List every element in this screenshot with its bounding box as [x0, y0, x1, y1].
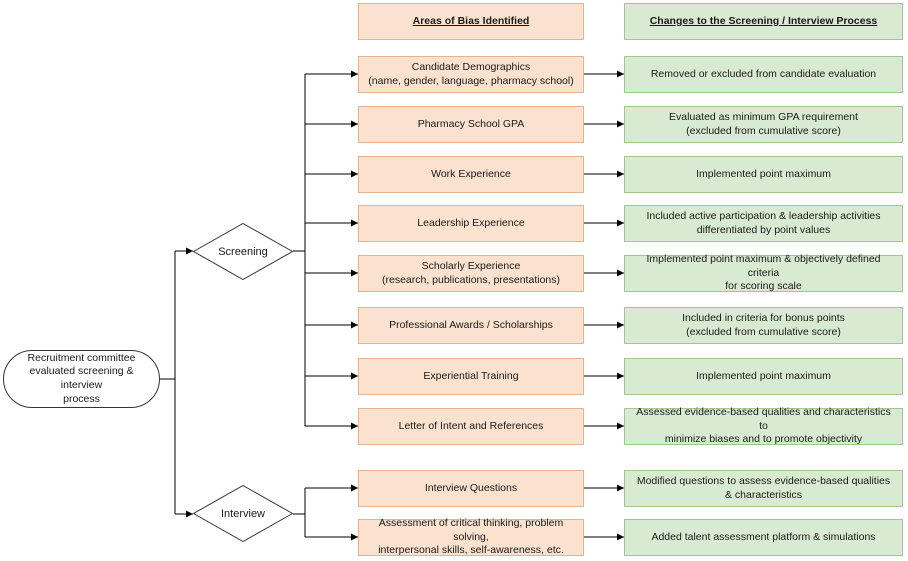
- change-box: Evaluated as minimum GPA requirement (ex…: [624, 106, 903, 143]
- bias-box: Pharmacy School GPA: [358, 106, 584, 143]
- change-box: Removed or excluded from candidate evalu…: [624, 56, 903, 93]
- bias-box: Interview Questions: [358, 470, 584, 507]
- change-box: Added talent assessment platform & simul…: [624, 519, 903, 556]
- root-node-label: Recruitment committee evaluated screenin…: [27, 351, 136, 405]
- change-label: Implemented point maximum: [696, 167, 831, 180]
- screening-diamond-shape: [193, 223, 293, 280]
- change-box: Modified questions to assess evidence-ba…: [624, 470, 903, 507]
- bias-label: Letter of Intent and References: [398, 419, 544, 432]
- bias-label: Work Experience: [431, 167, 511, 180]
- bias-box: Leadership Experience: [358, 205, 584, 242]
- bias-label: Leadership Experience: [417, 216, 525, 229]
- screening-decision: Screening: [193, 223, 293, 280]
- bias-box: Work Experience: [358, 156, 584, 193]
- change-box: Assessed evidence-based qualities and ch…: [624, 406, 903, 446]
- bias-box: Assessment of critical thinking, problem…: [358, 517, 584, 557]
- change-label: Assessed evidence-based qualities and ch…: [636, 406, 891, 446]
- bias-box: Scholarly Experience (research, publicat…: [358, 255, 584, 292]
- bias-box: Candidate Demographics (name, gender, la…: [358, 56, 584, 93]
- bias-column-header: Areas of Bias Identified: [358, 3, 584, 40]
- bias-label: Candidate Demographics (name, gender, la…: [368, 60, 574, 87]
- change-box: Implemented point maximum: [624, 156, 903, 193]
- change-box: Implemented point maximum: [624, 358, 903, 395]
- interview-decision: Interview: [193, 485, 293, 542]
- bias-label: Scholarly Experience (research, publicat…: [381, 259, 560, 286]
- change-box: Included active participation & leadersh…: [624, 205, 903, 242]
- change-label: Implemented point maximum & objectively …: [646, 253, 881, 293]
- bias-box: Experiential Training: [358, 358, 584, 395]
- root-node: Recruitment committee evaluated screenin…: [3, 350, 160, 408]
- bias-column-header-label: Areas of Bias Identified: [412, 14, 530, 27]
- bias-label: Pharmacy School GPA: [417, 117, 525, 130]
- change-label: Included in criteria for bonus points (e…: [682, 311, 845, 338]
- change-label: Modified questions to assess evidence-ba…: [636, 474, 891, 501]
- change-label: Evaluated as minimum GPA requirement (ex…: [669, 110, 858, 137]
- change-label: Added talent assessment platform & simul…: [651, 530, 876, 543]
- bias-label: Professional Awards / Scholarships: [389, 318, 553, 331]
- change-label: Implemented point maximum: [696, 369, 831, 382]
- bias-label: Interview Questions: [424, 481, 518, 494]
- changes-column-header-label: Changes to the Screening / Interview Pro…: [649, 14, 878, 27]
- bias-label: Assessment of critical thinking, problem…: [378, 517, 564, 557]
- interview-decision-label: Interview: [220, 507, 266, 520]
- changes-column-header: Changes to the Screening / Interview Pro…: [624, 3, 903, 40]
- bias-box: Letter of Intent and References: [358, 408, 584, 445]
- change-box: Included in criteria for bonus points (e…: [624, 307, 903, 344]
- bias-label: Experiential Training: [423, 369, 519, 382]
- bias-box: Professional Awards / Scholarships: [358, 307, 584, 344]
- change-label: Removed or excluded from candidate evalu…: [650, 67, 877, 80]
- change-label: Included active participation & leadersh…: [646, 209, 881, 236]
- interview-diamond-shape: [193, 485, 293, 542]
- screening-decision-label: Screening: [218, 245, 268, 258]
- change-box: Implemented point maximum & objectively …: [624, 253, 903, 293]
